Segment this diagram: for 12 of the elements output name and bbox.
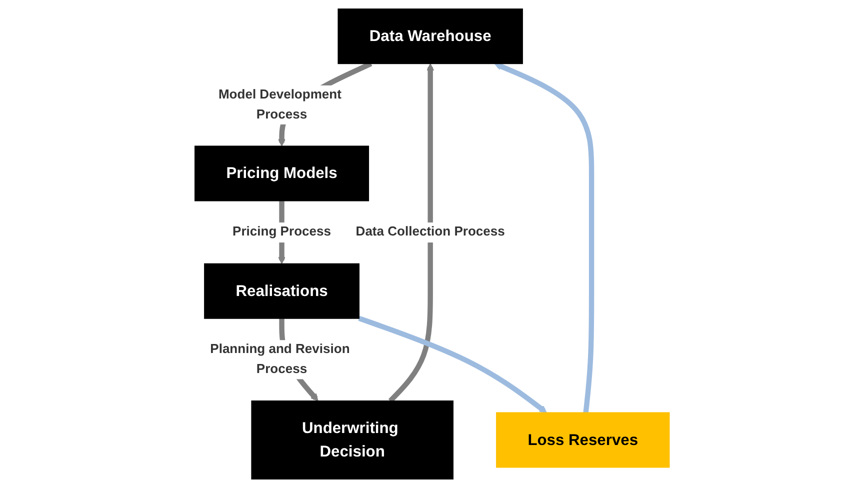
node-box: Data Warehouse xyxy=(338,8,523,64)
node-box: Loss Reserves xyxy=(496,412,670,468)
node-box: Underwriting Decision xyxy=(251,400,454,480)
arrow xyxy=(358,316,547,413)
edge-label: Pricing Process xyxy=(232,224,331,240)
arrow xyxy=(388,63,434,403)
node-box: Pricing Models xyxy=(194,146,369,202)
edge-label: Data Collection Process xyxy=(356,224,505,240)
edge-label: Planning and Revision Process xyxy=(210,342,350,376)
arrow xyxy=(494,62,594,413)
edge-label: Model Development Process xyxy=(218,87,342,122)
node-box: Realisations xyxy=(204,263,360,319)
